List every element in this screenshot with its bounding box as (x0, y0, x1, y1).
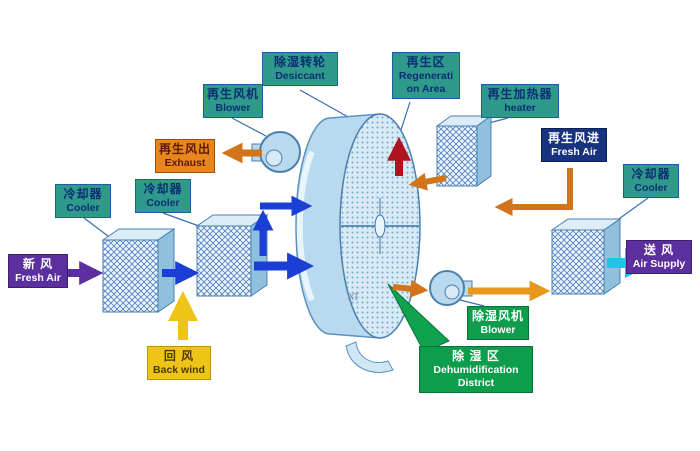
leader-dehum-blower (459, 299, 485, 307)
dehum-blower-impeller (444, 284, 460, 300)
cooler3-side (603, 218, 621, 295)
label-cooler-left2-zh: 冷却器 (143, 182, 183, 196)
cooler-unit-left2 (195, 214, 269, 297)
dehum-blower-unit (429, 270, 473, 306)
leader-regen-blower (231, 117, 267, 137)
label-air-supply-zh: 送 风 (643, 243, 675, 257)
watermark-text: xt (348, 288, 359, 303)
label-cooler-left1-zh: 冷却器 (63, 187, 103, 201)
label-regeneration-area-zh: 再生区 (406, 55, 446, 69)
arrow-regen-fresh-air-to-heater (494, 168, 573, 216)
cooler1-front (102, 239, 159, 313)
label-regen-blower-en: Blower (215, 102, 251, 114)
regen-blower-unit (251, 131, 301, 173)
label-regen-heater-en: heater (504, 102, 536, 114)
label-regen-exhaust-en: Exhaust (164, 157, 206, 169)
label-regeneration-area: 再生区 Regenerati on Area (392, 52, 460, 100)
wheel-ribbon (345, 341, 394, 373)
cooler-unit-right (550, 218, 622, 295)
arrow-wheel-to-dehum-blower (392, 279, 429, 298)
label-regeneration-area-en2: on Area (406, 83, 446, 96)
leader-lines (83, 89, 649, 307)
label-back-wind-en: Back wind (153, 364, 205, 376)
label-cooler-right-en: Cooler (634, 182, 668, 194)
arrow-heater-to-wheel (408, 172, 447, 191)
label-cooler-right: 冷却器 Cooler (623, 164, 679, 199)
label-fresh-air-en: Fresh Air (15, 272, 61, 284)
wheel-highlight (296, 150, 315, 302)
label-fresh-air-zh: 新 风 (22, 257, 54, 271)
label-regen-heater: 再生加热器 heater (481, 84, 559, 119)
label-regen-fresh-air: 再生风进 Fresh Air (541, 128, 607, 163)
label-desiccant-zh: 除湿转轮 (273, 55, 326, 69)
heater-side (476, 115, 492, 187)
label-regen-fresh-air-en: Fresh Air (551, 146, 597, 158)
flow-arrows (68, 136, 655, 340)
label-regeneration-area-en1: Regenerati (398, 70, 454, 82)
label-regen-blower: 再生风机 Blower (203, 84, 263, 119)
label-regen-exhaust: 再生风出 Exhaust (155, 139, 215, 174)
label-dehum-blower-en: Blower (480, 324, 516, 336)
leader-desiccant (299, 89, 351, 119)
label-air-supply: 送 风 Air Supply (626, 240, 692, 275)
wheel-hub (374, 214, 386, 238)
label-cooler-left2: 冷却器 Cooler (135, 179, 191, 214)
label-dehum-blower: 除湿风机 Blower (467, 306, 529, 341)
label-cooler-right-zh: 冷却器 (631, 167, 671, 181)
label-desiccant: 除湿转轮 Desiccant (262, 52, 338, 87)
regen-blower-impeller (265, 149, 283, 167)
label-dehum-district-en1: Dehumidification (433, 364, 519, 376)
label-fresh-air: 新 风 Fresh Air (8, 254, 68, 289)
label-back-wind-zh: 回 风 (163, 349, 195, 363)
label-regen-exhaust-zh: 再生风出 (159, 142, 212, 156)
label-dehum-district-zh: 除 湿 区 (452, 349, 500, 363)
cooler2-front (196, 225, 252, 297)
label-cooler-left1-en: Cooler (66, 202, 100, 214)
cooler3-front (551, 229, 605, 295)
label-air-supply-en: Air Supply (632, 258, 686, 270)
label-regen-fresh-air-zh: 再生风进 (547, 131, 600, 145)
label-dehum-blower-zh: 除湿风机 (471, 309, 524, 323)
label-desiccant-en: Desiccant (275, 70, 325, 82)
label-cooler-left2-en: Cooler (146, 197, 180, 209)
label-regen-heater-zh: 再生加热器 (487, 87, 553, 101)
label-dehum-district: 除 湿 区 Dehumidification District (419, 346, 533, 394)
label-regen-blower-zh: 再生风机 (207, 87, 260, 101)
label-back-wind: 回 风 Back wind (147, 346, 211, 381)
label-dehum-district-en2: District (457, 377, 495, 390)
label-cooler-left1: 冷却器 Cooler (55, 184, 111, 219)
